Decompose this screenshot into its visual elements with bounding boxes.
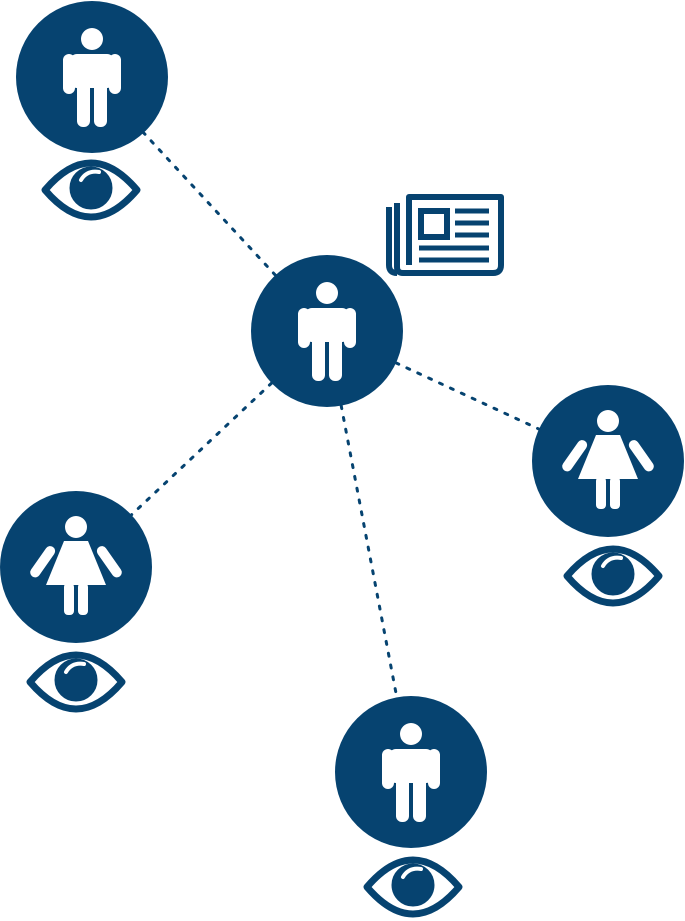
eye-icon — [567, 549, 659, 603]
edge-center-to-top-left — [142, 131, 277, 277]
edges-layer — [129, 131, 541, 699]
eye-icon — [45, 163, 137, 217]
newspaper-icon — [389, 197, 501, 273]
node-bottom — [335, 696, 487, 914]
node-right — [532, 385, 684, 603]
edge-center-to-bottom — [339, 404, 399, 699]
edge-center-to-left — [129, 381, 274, 517]
overlay-layer — [389, 197, 501, 273]
node-center — [251, 255, 403, 407]
node-left — [0, 491, 152, 709]
node-top-left — [16, 1, 168, 217]
edge-center-to-right — [394, 361, 541, 431]
eye-icon — [30, 655, 122, 709]
eye-icon — [367, 860, 459, 914]
